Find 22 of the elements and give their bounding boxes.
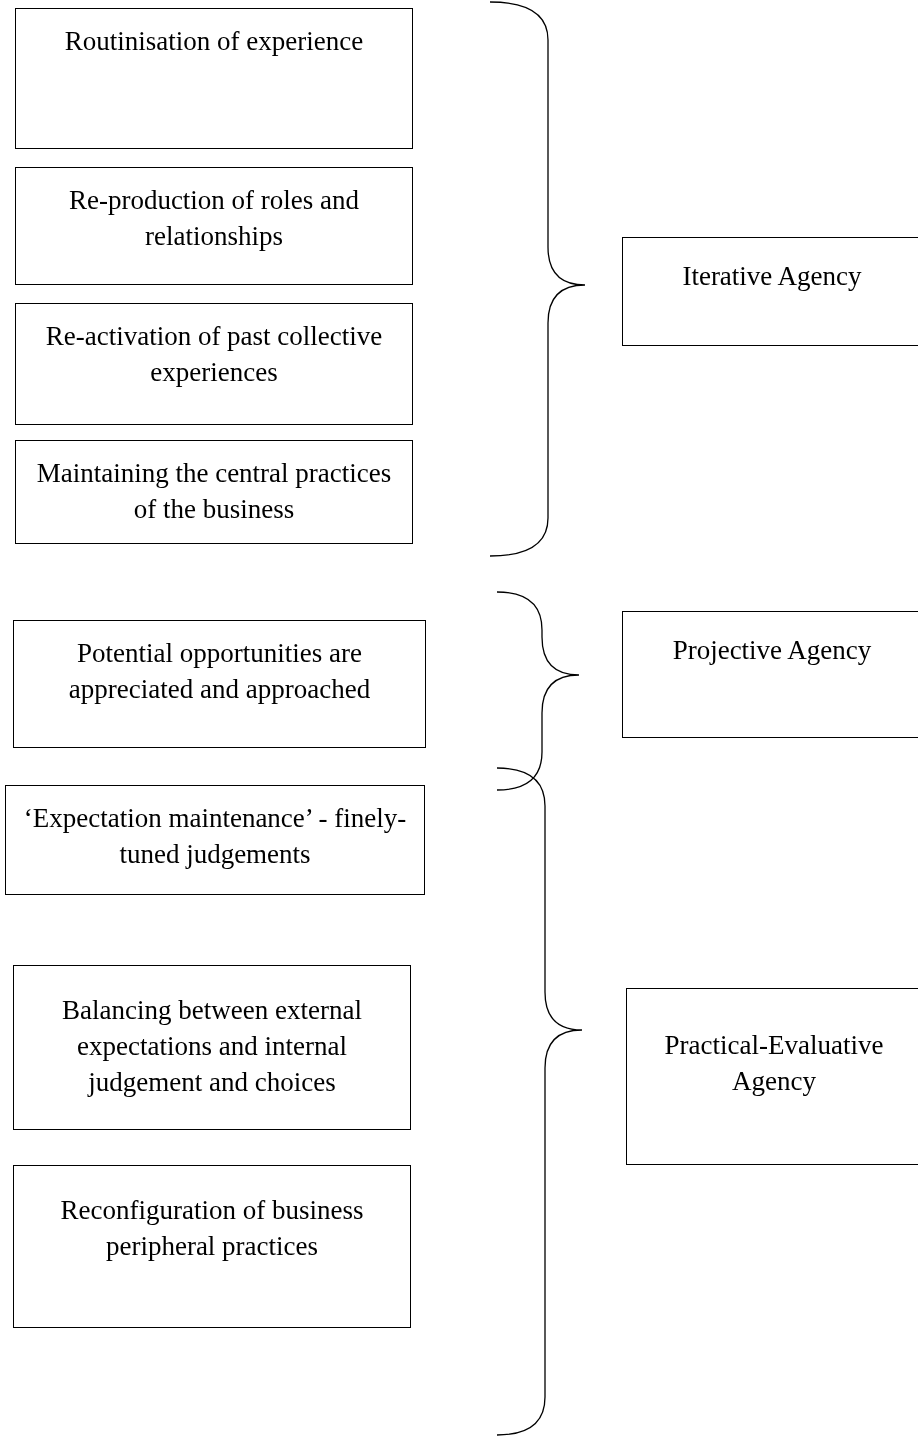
box-text: Maintaining the central practices of the business: [35, 457, 393, 526]
text-box: [15, 303, 413, 425]
text-box: [15, 8, 413, 149]
text-box: [13, 1165, 411, 1328]
box-text: Re-production of roles and relationships: [67, 184, 361, 253]
box-text: Projective Agency: [671, 634, 873, 667]
text-box: [15, 167, 413, 285]
text-box: [626, 988, 918, 1165]
text-box: [15, 440, 413, 544]
box-text: Reconfiguration of business peripheral practices: [59, 1194, 365, 1263]
text-box: [622, 237, 918, 346]
text-box: [5, 785, 425, 895]
text-box: [13, 965, 411, 1130]
box-text: Re-activation of past collective experiences: [44, 320, 384, 389]
box-text: ‘Expectation maintenance’ - finely-tuned judgements: [22, 802, 408, 871]
box-text: Balancing between external expectations and internal judgement and choices: [61, 994, 363, 1099]
box-text: Potential opportunities are appreciated and approached: [67, 637, 372, 706]
text-box: [13, 620, 426, 748]
box-text: Routinisation of experience: [63, 25, 365, 58]
box-text: Iterative Agency: [681, 260, 863, 293]
box-text: Practical-Evaluative Agency: [663, 1029, 885, 1098]
text-box: [622, 611, 918, 738]
